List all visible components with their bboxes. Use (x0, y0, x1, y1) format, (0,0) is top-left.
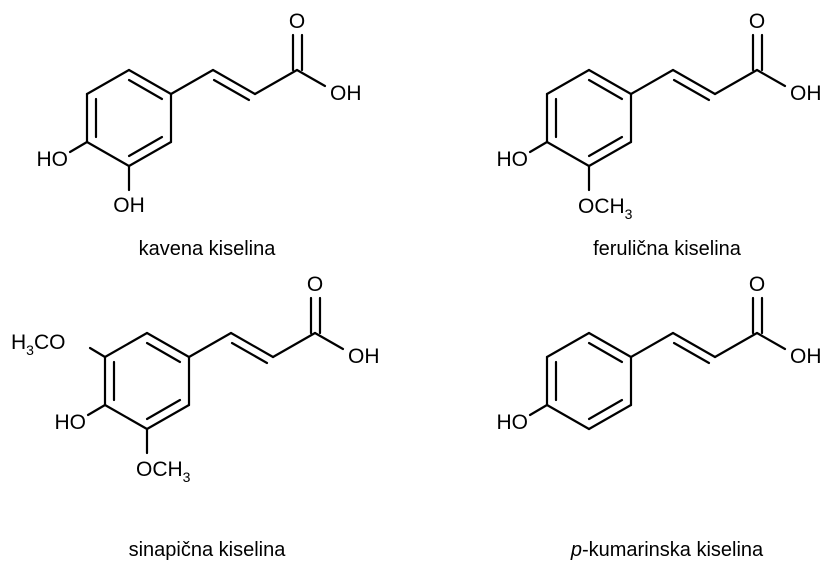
carbonyl-oxygen-label: O (289, 10, 305, 33)
molecule-ferulic-acid: O OH HO OCH3 ferulična kiselina (497, 10, 822, 260)
methoxy-label-left: H3CO (11, 331, 65, 358)
benzene-ring (545, 68, 633, 168)
carbonyl-oxygen-label: O (749, 273, 765, 296)
methoxy-label: OCH3 (578, 195, 633, 222)
hydroxyl-label: OH (348, 345, 380, 368)
hydroxyl-label: OH (790, 82, 822, 105)
caption-p-kumarinska-kiselina: p-kumarinska kiselina (570, 539, 764, 561)
propenoic-chain (187, 296, 345, 365)
para-hydroxyl-label: HO (497, 148, 529, 171)
para-hydroxyl-label: HO (37, 148, 69, 171)
methoxy-label-bottom: OCH3 (136, 458, 191, 485)
hydroxyl-label: OH (790, 345, 822, 368)
caption-ferulicna-kiselina: ferulična kiselina (593, 238, 742, 260)
molecule-p-coumaric-acid: O OH HO p-kumarinska kiselina (497, 273, 822, 561)
caption-sinapicna-kiselina: sinapična kiselina (129, 539, 287, 561)
substituent-bonds (528, 403, 549, 417)
benzene-ring (85, 68, 173, 168)
molecule-sinapic-acid: O OH H3CO HO OCH3 sinapična kiselina (11, 273, 380, 561)
carbonyl-oxygen-label: O (749, 10, 765, 33)
benzene-ring (545, 331, 633, 431)
propenoic-chain (629, 33, 787, 102)
carbonyl-oxygen-label: O (307, 273, 323, 296)
meta-hydroxyl-label: OH (113, 194, 145, 217)
benzene-ring (103, 331, 191, 431)
para-hydroxyl-label: HO (497, 411, 529, 434)
substituent-bonds (68, 140, 131, 192)
substituent-bonds (528, 140, 591, 192)
para-hydroxyl-label: HO (55, 411, 87, 434)
caption-kavena-kiselina: kavena kiselina (139, 238, 277, 260)
propenoic-chain (629, 296, 787, 365)
substituent-bonds (86, 346, 149, 455)
molecule-caffeic-acid: O OH HO OH kavena kiselina (37, 10, 362, 260)
hydroxyl-label: OH (330, 82, 362, 105)
propenoic-chain (169, 33, 327, 102)
